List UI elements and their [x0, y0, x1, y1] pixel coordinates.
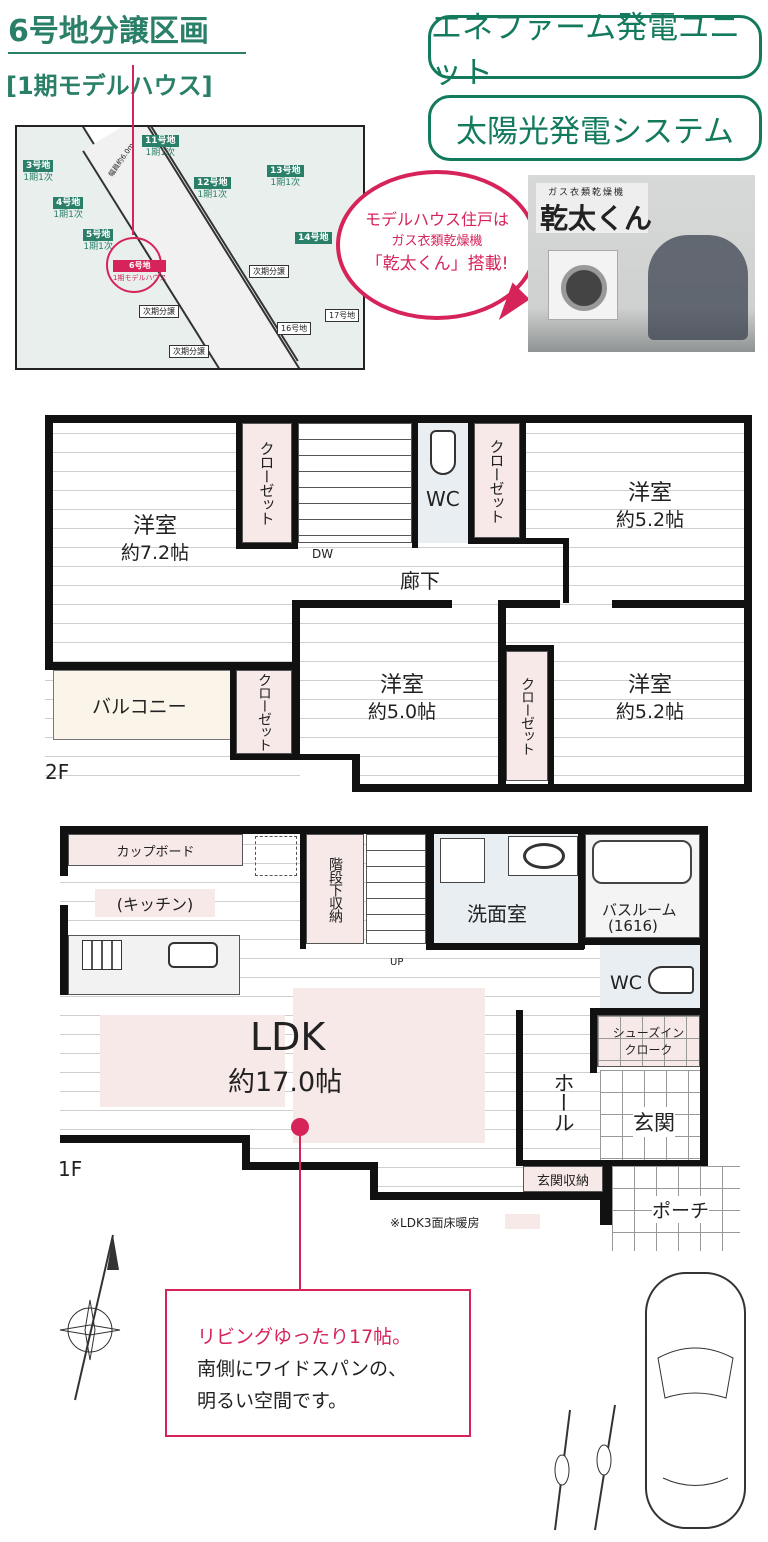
basin-icon	[508, 836, 578, 876]
cupboard: カップボード	[68, 834, 243, 866]
bubble-line-2: ガス衣類乾燥機	[391, 234, 483, 249]
bath-label: バスルーム	[602, 901, 677, 919]
future-lot: 次期分譲	[139, 305, 179, 318]
lot-14: 14号地	[295, 232, 332, 244]
stove-icon	[82, 940, 122, 970]
washing-machine-icon	[440, 838, 485, 883]
hall-label: ホール	[551, 1072, 575, 1132]
staircase-1f	[366, 834, 426, 944]
pointer-line	[132, 65, 134, 235]
floor-heating-area	[293, 988, 485, 1143]
callout-line-3: 明るい空間です。	[197, 1390, 348, 1412]
bathtub-icon	[592, 840, 692, 884]
porch-label: ポーチ	[652, 1196, 710, 1223]
room-western-5-2-north: 洋室約5.2帖	[615, 481, 685, 531]
closet: クローゼット	[242, 423, 292, 543]
title-divider	[8, 52, 246, 54]
skylight-void	[255, 836, 297, 876]
product-photo: ガス衣類乾燥機 乾太くん	[528, 175, 755, 352]
closet: クローゼット	[506, 651, 548, 781]
room-western-7-2: 洋室約7.2帖	[120, 514, 190, 564]
staircase-2f	[298, 423, 412, 543]
callout-line-2: 南側にワイドスパンの、	[197, 1358, 407, 1380]
callout-dot	[291, 1118, 309, 1136]
ldk-label: LDK	[250, 1015, 326, 1059]
closet: クローゼット	[474, 423, 520, 538]
dryer-image	[548, 250, 618, 320]
heating-note: ※LDK3面床暖房	[390, 1216, 480, 1230]
feature-enefarm: エネファーム発電ユニット	[428, 10, 762, 91]
washroom-label: 洗面室	[467, 902, 527, 926]
wc-label: WC	[610, 972, 643, 994]
dw-label: DW	[312, 547, 334, 561]
callout-line-1: リビングゆったり17帖。	[197, 1326, 412, 1348]
ldk-size: 約17.0帖	[228, 1067, 343, 1098]
speech-bubble: モデルハウス住戸は ガス衣類乾燥機 「乾太くん」搭載!	[336, 170, 538, 320]
closet: クローゼット	[236, 670, 292, 754]
bath-size: (1616)	[608, 917, 658, 935]
future-lot: 次期分譲	[249, 265, 289, 278]
shoe-closet: シューズインクローク	[597, 1015, 700, 1067]
bubble-line-1: モデルハウス住戸は	[364, 210, 509, 229]
floor-heating-area	[100, 1015, 285, 1107]
hall-label: 廊下	[400, 569, 440, 593]
bicycle-icon	[554, 1405, 616, 1531]
photo-brand: 乾太くん	[540, 202, 653, 235]
future-lot: 次期分譲	[169, 345, 209, 358]
callout-line	[299, 1130, 301, 1290]
room-western-5-2-south: 洋室約5.2帖	[615, 673, 685, 723]
entrance-storage: 玄関収納	[523, 1166, 603, 1192]
stair-storage: 階段下収納	[306, 834, 364, 944]
photo-caption: ガス衣類乾燥機	[548, 188, 626, 198]
room-western-5-0: 洋室約5.0帖	[367, 673, 437, 723]
wc-label: WC	[426, 487, 460, 511]
family-image	[648, 235, 748, 340]
entrance-label: 玄関	[633, 1107, 675, 1137]
page-title: 6号地分譲区画	[8, 14, 209, 49]
callout-box: リビングゆったり17帖。 南側にワイドスパンの、 明るい空間です。	[165, 1289, 471, 1437]
lot-17: 17号地	[325, 309, 360, 322]
floor-2f-label: 2F	[45, 760, 70, 784]
toilet-icon	[430, 430, 456, 475]
compass-icon	[59, 1234, 121, 1401]
toilet-icon	[648, 966, 694, 994]
heating-legend-swatch	[505, 1214, 540, 1229]
bubble-line-3: 「乾太くん」搭載!	[365, 254, 509, 274]
car-icon	[645, 1272, 746, 1529]
floor-1f-label: 1F	[58, 1157, 83, 1181]
balcony-label: バルコニー	[92, 696, 187, 718]
lot-16: 16号地	[277, 322, 312, 335]
page-subtitle: [1期モデルハウス]	[6, 72, 213, 100]
up-label: UP	[390, 957, 404, 968]
feature-solar: 太陽光発電システム	[428, 95, 762, 161]
kitchen-label: (キッチン)	[95, 889, 215, 917]
sink-icon	[168, 942, 218, 968]
